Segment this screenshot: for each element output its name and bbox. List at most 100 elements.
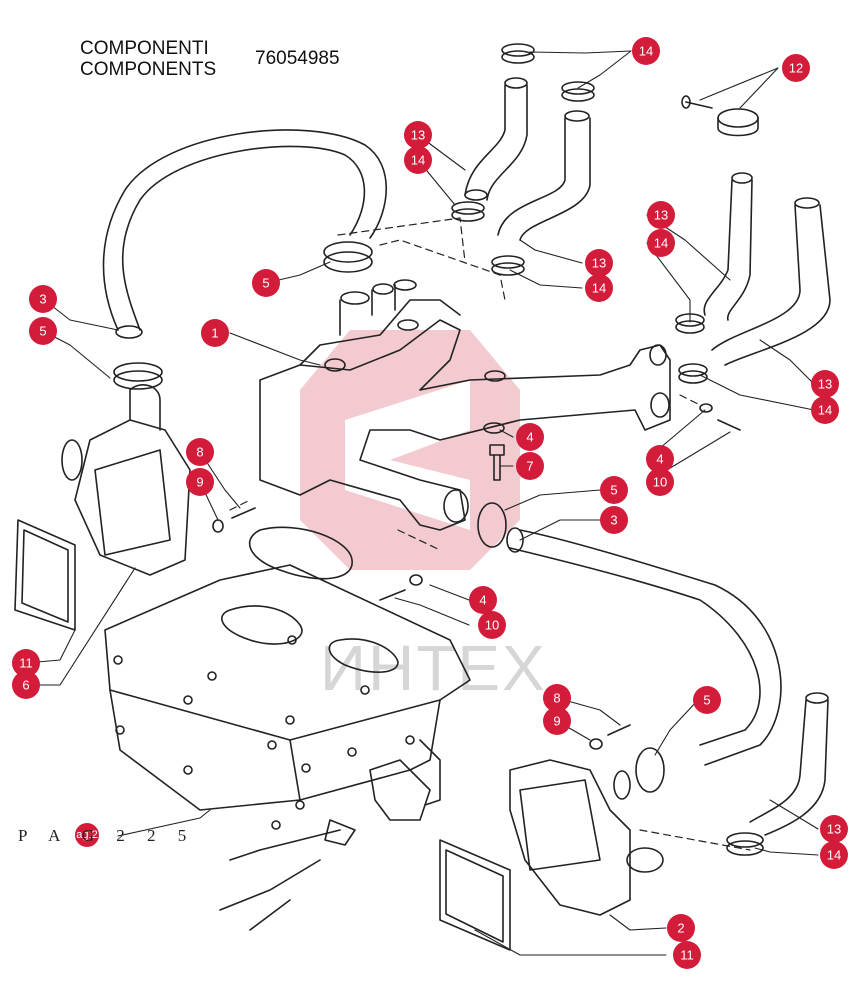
- callout-badge-10: [478, 611, 506, 639]
- hose-left-large: [102, 129, 387, 339]
- callout-badge-13: [647, 201, 675, 229]
- callout-label-4: 4: [526, 430, 533, 445]
- callout-label-8: 8: [196, 445, 203, 460]
- callout-label-7: 7: [526, 459, 533, 474]
- callout-badge-11: [673, 941, 701, 969]
- title-italian: COMPONENTI: [80, 38, 209, 59]
- callout-badge-8: [543, 684, 571, 712]
- hose-13-lower: [749, 692, 829, 836]
- callout-label-13: 13: [411, 128, 425, 143]
- bolt-10-center: [379, 574, 423, 601]
- callout-label-8: 8: [553, 691, 560, 706]
- callout-badge-12: [782, 54, 810, 82]
- callout-label-13: 13: [818, 377, 832, 392]
- part-number: 76054985: [255, 48, 340, 69]
- callout-badge-11: [12, 649, 40, 677]
- callout-label-3: 3: [610, 513, 617, 528]
- callout-label-14: 14: [654, 236, 668, 251]
- callout-label-4: 4: [656, 452, 663, 467]
- callout-badge-13: [404, 121, 432, 149]
- callout-label-10: 10: [653, 475, 667, 490]
- callout-badge-7: [516, 452, 544, 480]
- callout-label-2: 2: [677, 921, 684, 936]
- callout-label-14: 14: [411, 153, 425, 168]
- callout-badge-14: [632, 37, 660, 65]
- callout-badge-14: [585, 274, 613, 302]
- callout-badge-4: [469, 586, 497, 614]
- callout-label-14: 14: [639, 44, 653, 59]
- callout-label-13: 13: [592, 256, 606, 271]
- callout-badge-14: [404, 146, 432, 174]
- callout-label-5: 5: [703, 693, 710, 708]
- callout-label-6: 6: [22, 678, 29, 693]
- callout-badge-14: [647, 229, 675, 257]
- lower-housing: [104, 564, 471, 830]
- hose-13-right-a: [703, 172, 753, 321]
- callout-label-14: 14: [592, 281, 606, 296]
- callout-badge-3: [29, 285, 57, 313]
- watermark-text: ИНТЕХ: [320, 632, 547, 704]
- part-12-plug: [681, 95, 759, 137]
- callout-label-12: 12: [789, 61, 803, 76]
- callout-label-13: 13: [654, 208, 668, 223]
- callout-label-11: 11: [19, 656, 33, 671]
- callout-badge-6: [12, 671, 40, 699]
- callout-badge-5: [693, 686, 721, 714]
- callout-badge-5: [600, 476, 628, 504]
- leader-lines: [25, 50, 819, 956]
- page-ref-badge: ag.2: [75, 823, 99, 847]
- callout-badge-13: [585, 249, 613, 277]
- callout-label-9: 9: [553, 714, 560, 729]
- callout-badge-2: [667, 914, 695, 942]
- callout-badge-4: [516, 423, 544, 451]
- callout-label-1: 1: [211, 326, 218, 341]
- callout-badge-1: [201, 319, 229, 347]
- hose-13-right-b: [711, 197, 831, 366]
- gasket-oval: [248, 526, 353, 580]
- clamp-5-left: [113, 362, 163, 390]
- hose-13-top-b: [497, 110, 591, 241]
- callout-label-5: 5: [610, 483, 617, 498]
- clamp-14-set: [451, 43, 764, 856]
- callout-badge-9: [186, 468, 214, 496]
- watermark-logo: [300, 330, 520, 570]
- manifold-1: [259, 279, 671, 531]
- sensor-assembly: [219, 739, 441, 931]
- hose-3-lower: [506, 527, 782, 766]
- bolt-9-left: [212, 507, 256, 533]
- callout-label-5: 5: [262, 276, 269, 291]
- callout-label-3: 3: [39, 292, 46, 307]
- cylinder-head-6: [61, 384, 191, 576]
- callout-label-14: 14: [818, 403, 832, 418]
- clamp-5-lower: [477, 502, 665, 793]
- callout-badge-5: [252, 269, 280, 297]
- cylinder-head-2: [509, 759, 664, 916]
- page-reference: P A G 2 2 5: [18, 826, 196, 845]
- title-english: COMPONENTS: [80, 59, 217, 80]
- callout-badge-8: [186, 438, 214, 466]
- callout-badge-13: [820, 815, 848, 843]
- callout-badge-14: [820, 841, 848, 869]
- callout-label-4: 4: [479, 593, 486, 608]
- callout-label-14: 14: [827, 848, 841, 863]
- assembly-dashlines: [229, 217, 751, 851]
- callout-label-5: 5: [39, 324, 46, 339]
- callout-label-9: 9: [196, 475, 203, 490]
- callout-badge-5: [29, 317, 57, 345]
- page-ref-badge-text: ag.2: [76, 829, 97, 841]
- gasket-11-left: [14, 519, 76, 631]
- callout-label-10: 10: [485, 618, 499, 633]
- hose-13-top-a: [464, 77, 528, 201]
- callout-label-11: 11: [680, 948, 694, 963]
- clamp-5-upper: [323, 241, 373, 273]
- callout-badge-13: [811, 370, 839, 398]
- bolt-10-right: [699, 403, 741, 431]
- callout-badge-4: [646, 445, 674, 473]
- bolt-9-right: [589, 724, 631, 750]
- callout-badge-3: [600, 506, 628, 534]
- bolt-7: [483, 422, 505, 481]
- callout-badge-14: [811, 396, 839, 424]
- callout-label-13: 13: [827, 822, 841, 837]
